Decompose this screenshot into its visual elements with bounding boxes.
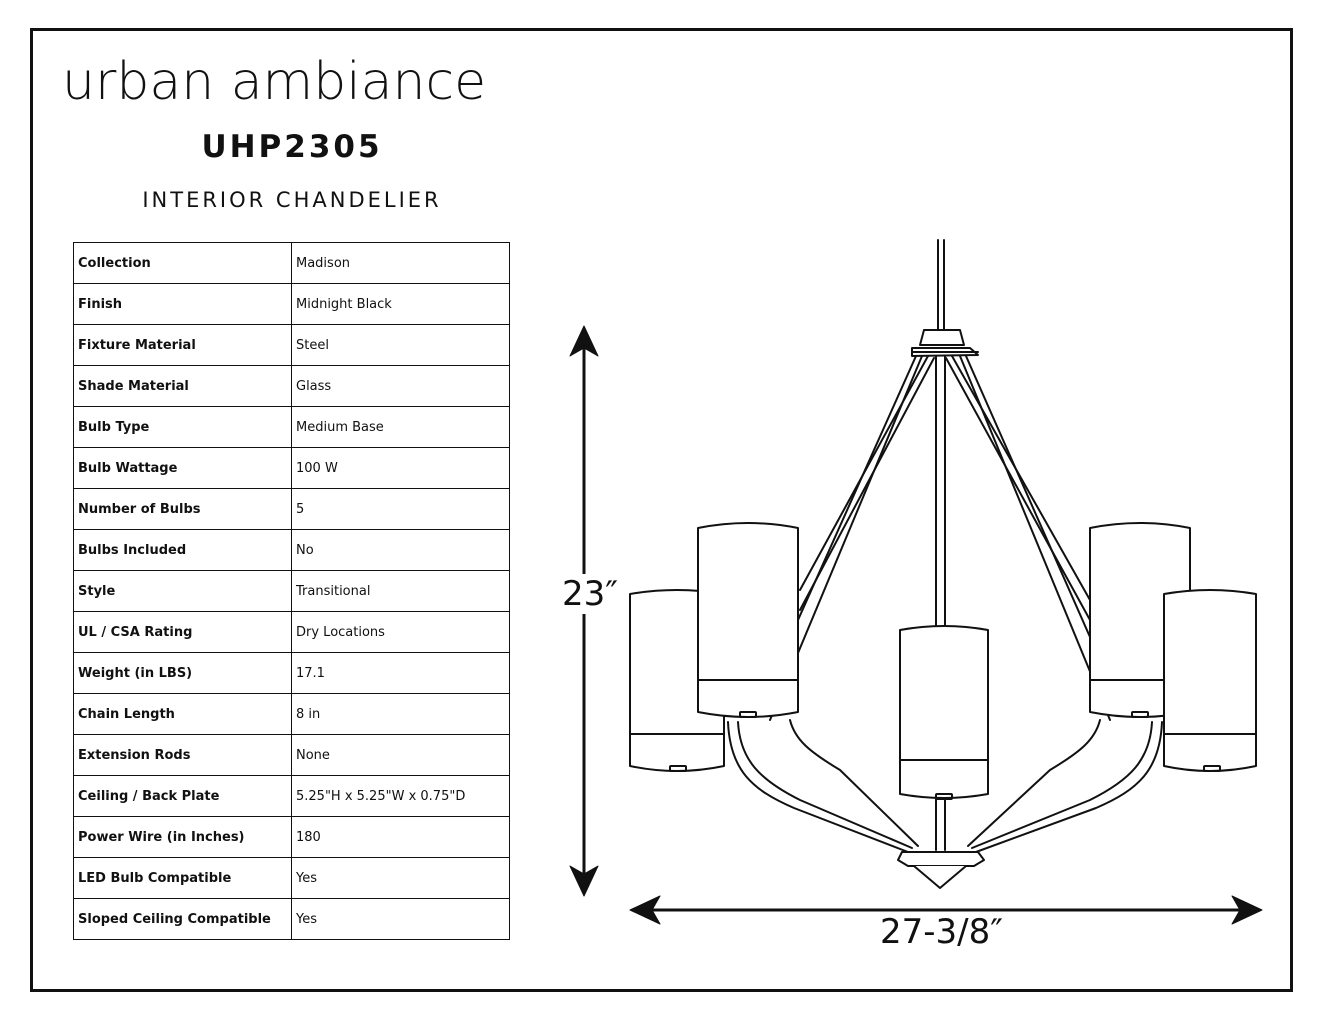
top-hub (911, 329, 979, 357)
spec-label: Weight (in LBS) (73, 652, 292, 694)
model-number: UHP2305 (201, 129, 383, 165)
spec-label: Extension Rods (73, 734, 292, 776)
chandelier-drawing (569, 239, 1263, 925)
spec-label: Collection (73, 242, 292, 284)
spec-label: UL / CSA Rating (73, 611, 292, 653)
spec-value: Transitional (291, 570, 510, 612)
spec-label: Bulbs Included (73, 529, 292, 571)
spec-value: Medium Base (291, 406, 510, 448)
shade-center (899, 625, 989, 800)
bottom-finial (897, 851, 985, 889)
spec-value: Glass (291, 365, 510, 407)
spec-value: 5 (291, 488, 510, 530)
spec-row: Weight (in LBS)17.1 (73, 652, 510, 694)
page-border (30, 28, 1293, 992)
spec-label: Shade Material (73, 365, 292, 407)
spec-label: Bulb Wattage (73, 447, 292, 489)
brand-logo: urban ambiance (62, 52, 487, 112)
height-dimension-label: 23″ (560, 574, 620, 614)
spec-label: LED Bulb Compatible (73, 857, 292, 899)
spec-label: Style (73, 570, 292, 612)
spec-row: Power Wire (in Inches)180 (73, 816, 510, 858)
spec-label: Power Wire (in Inches) (73, 816, 292, 858)
spec-value: Dry Locations (291, 611, 510, 653)
spec-value: 17.1 (291, 652, 510, 694)
spec-label: Ceiling / Back Plate (73, 775, 292, 817)
spec-value: Yes (291, 857, 510, 899)
spec-value: Midnight Black (291, 283, 510, 325)
spec-value: 5.25"H x 5.25"W x 0.75"D (291, 775, 510, 817)
spec-label: Fixture Material (73, 324, 292, 366)
shade-inner-left (697, 522, 799, 718)
spec-value: 8 in (291, 693, 510, 735)
spec-value: None (291, 734, 510, 776)
product-category: INTERIOR CHANDELIER (142, 188, 442, 212)
spec-label: Bulb Type (73, 406, 292, 448)
shade-far-right (1163, 589, 1257, 772)
spec-label: Finish (73, 283, 292, 325)
spec-value: Yes (291, 898, 510, 940)
spec-value: No (291, 529, 510, 571)
width-dimension-arrow (629, 895, 1263, 925)
spec-value: Steel (291, 324, 510, 366)
spec-value: 100 W (291, 447, 510, 489)
width-dimension-label: 27-3/8″ (880, 912, 1003, 952)
spec-label: Number of Bulbs (73, 488, 292, 530)
spec-value: 180 (291, 816, 510, 858)
spec-label: Chain Length (73, 693, 292, 735)
down-rod (937, 239, 945, 331)
spec-value: Madison (291, 242, 510, 284)
spec-label: Sloped Ceiling Compatible (73, 898, 292, 940)
